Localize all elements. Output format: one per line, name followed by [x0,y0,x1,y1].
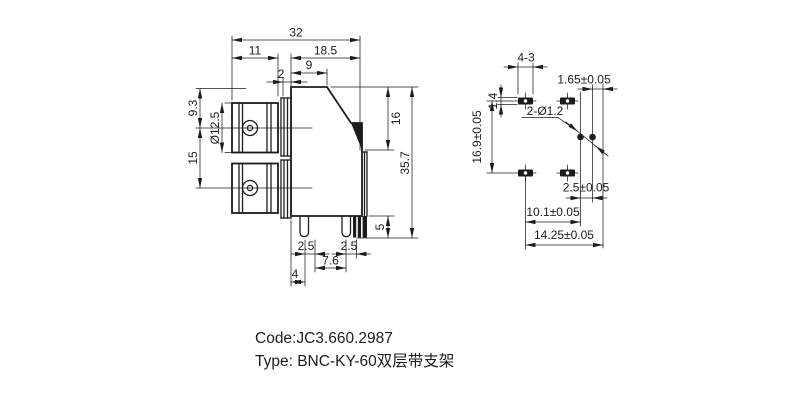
dim-slot-height: 1.4 [486,92,500,109]
connector-body [290,86,368,217]
side-view-dimensions: 32 11 18.5 2 9 9.3 Ø12.5 15 16 35.7 5 2.… [186,26,419,287]
washer-stack-upper [280,97,292,157]
dim-body-length: 18.5 [314,44,338,58]
dim-port-pitch: 15 [186,151,200,165]
dim-coupling-length: 11 [249,44,262,58]
solder-slot-pads [514,92,579,182]
side-view: 32 11 18.5 2 9 9.3 Ø12.5 15 16 35.7 5 2.… [186,26,419,287]
dim-slot-count-width: 4-3 [517,51,535,65]
dim-hole-callout: 2-Ø1.2 [527,104,564,118]
washer-stack-lower [280,159,292,219]
dim-pin-offset-left: 2.5 [298,239,315,253]
dim-hole-to-edge: 1.65±0.05 [557,73,611,87]
dim-coupling-diameter: Ø12.5 [208,111,222,144]
dim-pin-length: 5 [373,223,387,230]
dim-edge-column-offset: 14.25±0.05 [534,228,594,242]
type-line: Type: BNC-KY-60双层带支架 [255,352,454,370]
dim-hole-pitch: 2.5±0.05 [563,181,610,195]
footprint-view: 4-3 1.4 1.65±0.05 2-Ø1.2 16.9±0.05 2.5±0… [470,51,618,250]
dim-hole-column-offset: 10.1±0.05 [526,205,580,219]
dim-pin-offset-right: 2.5 [341,239,358,253]
dim-row-pitch: 16.9±0.05 [470,110,484,164]
centerlines [195,127,313,189]
dim-body-height: 16 [389,112,403,126]
dim-pin-margin: 4 [292,267,299,281]
code-line: Code:JC3.660.2987 [255,330,393,347]
footprint-dimensions: 4-3 1.4 1.65±0.05 2-Ø1.2 16.9±0.05 2.5±0… [470,51,618,250]
dim-washer-thickness: 2 [278,67,285,81]
dim-pin-span: 7.6 [322,254,339,268]
dim-body-top-length: 9 [306,58,313,72]
solder-pins [299,215,367,238]
dim-center-offset-top: 9.3 [186,99,200,116]
dim-overall-width: 32 [289,26,303,40]
dim-overall-height: 35.7 [398,151,412,175]
title-block: Code:JC3.660.2987 Type: BNC-KY-60双层带支架 [255,330,454,370]
